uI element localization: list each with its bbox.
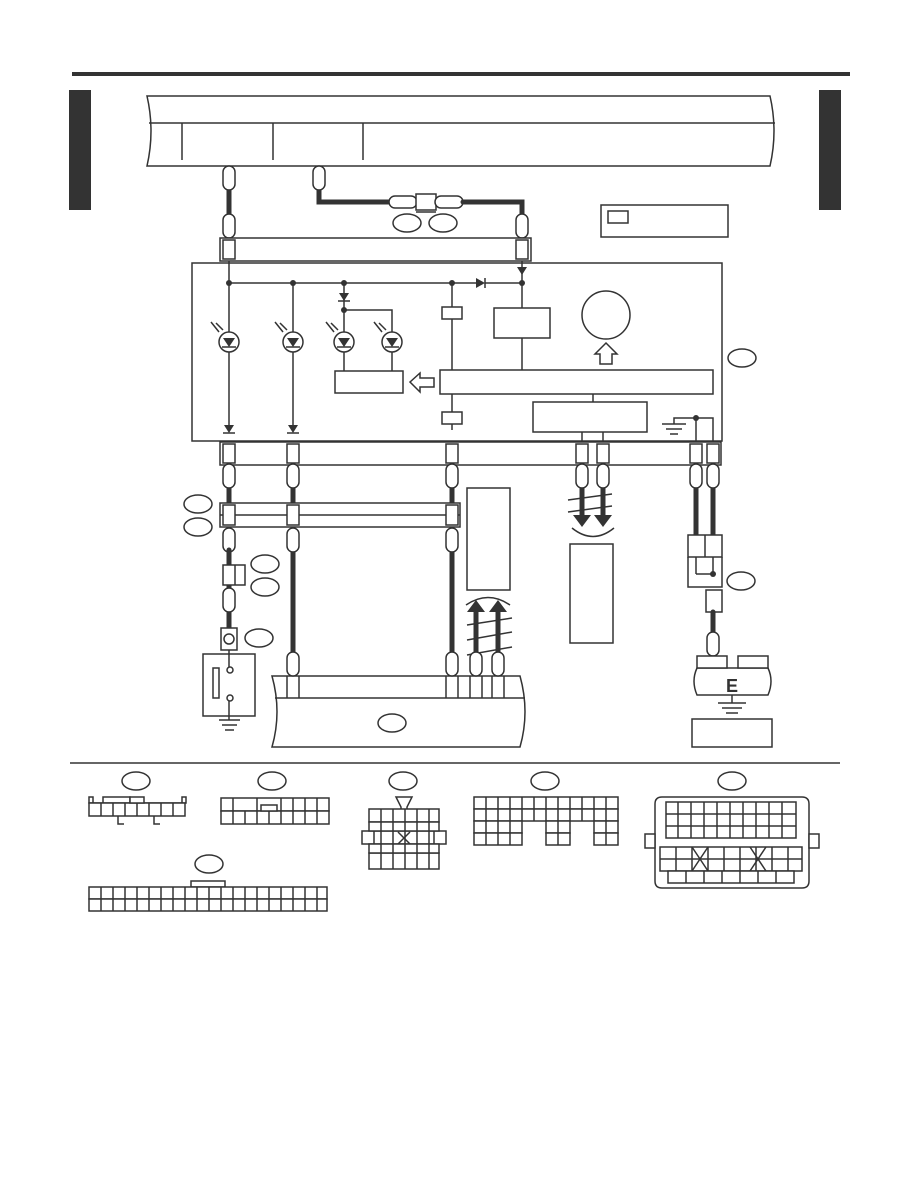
connector-face-6: [88, 854, 328, 912]
gauge: [581, 290, 631, 340]
left-arrow-icon: [408, 371, 435, 394]
connector-face-1: [88, 771, 187, 825]
joint-connector: [219, 502, 461, 528]
combination-meter: [191, 261, 723, 442]
ground-point-label: E: [726, 676, 738, 696]
connector-face-3: [361, 771, 447, 870]
engine-control-module: [271, 651, 526, 748]
switch: [202, 650, 256, 731]
power-supply-bus: [146, 95, 775, 167]
connector-face-5: [644, 771, 820, 889]
header-rule: [72, 72, 850, 76]
module-ground-icon: [662, 415, 714, 441]
inline-fuse: [388, 193, 464, 213]
connector-face-2: [220, 771, 330, 825]
indicator-led-1: [210, 283, 240, 434]
ground-connector: [687, 534, 723, 643]
connector-face-4: [473, 771, 619, 846]
indicator-led-4: [373, 321, 403, 353]
indicator-led-2: [274, 283, 304, 434]
right-page-tab: [819, 90, 841, 210]
ground-point: E: [691, 655, 773, 748]
left-page-tab: [69, 90, 91, 210]
up-arrow-icon: [593, 341, 619, 365]
legend-box: [600, 204, 729, 238]
